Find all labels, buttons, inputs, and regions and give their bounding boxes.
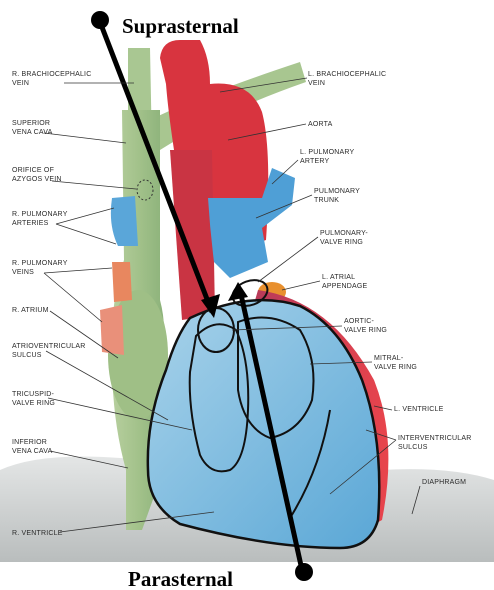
leader-l-atrial-appendage (282, 281, 320, 290)
r-atrium-pink-shape (100, 305, 124, 355)
aorta-lower-shape (170, 150, 215, 320)
label-tricuspid-valve-ring: TRICUSPID-VALVE RING (12, 391, 55, 407)
label-r-ventricle: R. VENTRICLE (12, 530, 63, 537)
label-pulmonary-valve-ring: PULMONARY-VALVE RING (320, 230, 368, 246)
label-r-atrium: R. ATRIUM (12, 307, 49, 314)
label-aortic-valve-ring: AORTIC-VALVE RING (344, 318, 387, 334)
r-pulmonary-veins-shape (112, 262, 132, 302)
label-diaphragm: DIAPHRAGM (422, 479, 466, 486)
r-pulmonary-arteries-shape (111, 196, 138, 246)
parasternal-label: Parasternal (128, 567, 233, 590)
label-mitral-valve-ring: MITRAL-VALVE RING (374, 355, 417, 371)
right-ventricle-shape (148, 300, 379, 548)
parasternal-arrowhead (228, 282, 248, 301)
label-l-ventricle: L. VENTRICLE (394, 406, 444, 413)
leader-svc (44, 133, 126, 143)
parasternal-probe-dot (295, 563, 313, 581)
suprasternal-probe-dot (91, 11, 109, 29)
label-aorta: AORTA (308, 121, 333, 128)
suprasternal-label: Suprasternal (122, 14, 239, 38)
